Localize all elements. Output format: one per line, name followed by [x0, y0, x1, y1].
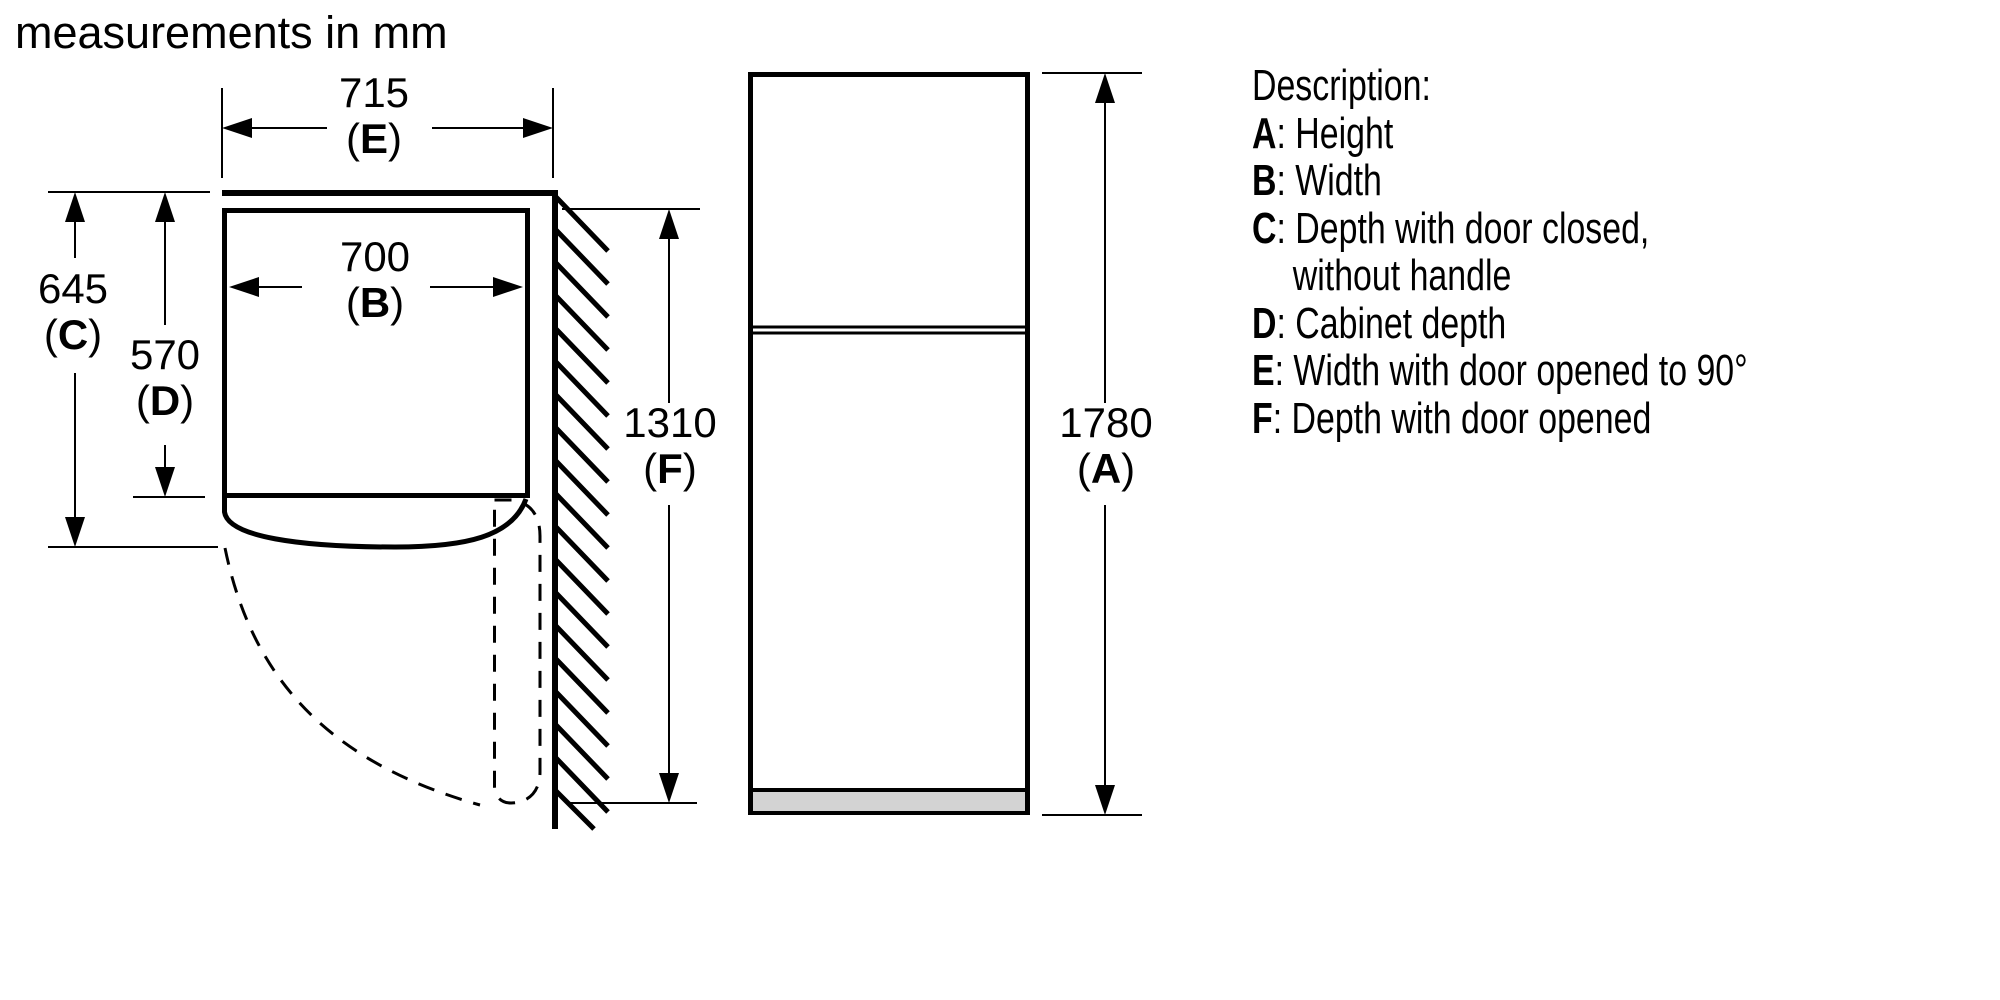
dimension-label-d: 570 (D)	[130, 332, 200, 424]
dimension-label-e: 715 (E)	[339, 70, 409, 162]
dimension-c-line	[65, 192, 85, 547]
legend-text: : Cabinet depth	[1276, 298, 1507, 348]
letter-a: A	[1090, 445, 1122, 492]
legend-text: : Height	[1276, 108, 1394, 158]
arrow-down-icon	[65, 517, 85, 547]
top-view	[222, 190, 610, 831]
legend-key: B	[1252, 156, 1277, 205]
dimension-value: 1310	[623, 399, 717, 446]
dimension-b-line	[229, 277, 523, 297]
paren: (	[43, 311, 58, 358]
description-item-b: B: Width	[1252, 157, 1748, 205]
dimension-label-a: 1780 (A)	[1059, 400, 1152, 492]
paren: (	[345, 115, 360, 162]
paren: )	[88, 311, 103, 358]
dimension-d-line	[155, 192, 175, 497]
door-swing-arc	[223, 547, 481, 807]
closed-door-front	[222, 495, 529, 550]
dimension-letter: (C)	[38, 312, 108, 358]
paren: )	[682, 445, 697, 492]
arrow-down-icon	[155, 467, 175, 497]
arrow-down-icon	[1095, 785, 1115, 815]
dimension-label-f: 1310 (F)	[623, 400, 716, 492]
paren: (	[643, 445, 658, 492]
paren: )	[390, 279, 405, 326]
description-item-d: D: Cabinet depth	[1252, 298, 1748, 348]
description-item-c-cont: without handle	[1252, 252, 1748, 300]
front-view	[748, 72, 1030, 815]
dimension-linework	[48, 72, 1142, 816]
dimension-letter: (A)	[1059, 446, 1152, 492]
dimension-label-b: 700 (B)	[340, 234, 410, 326]
description-item-e: E: Width with door opened to 90°	[1252, 347, 1748, 395]
wall-hatching	[554, 195, 610, 831]
letter-b: B	[359, 279, 391, 326]
legend-key: F	[1252, 393, 1273, 443]
arrow-up-icon	[155, 192, 175, 222]
letter-c: C	[57, 311, 89, 358]
legend-key: E	[1252, 346, 1275, 395]
arrow-down-icon	[659, 773, 679, 803]
dimension-label-c: 645 (C)	[38, 266, 108, 358]
description-legend: Description: A: Height B: Width C: Depth…	[1252, 62, 1748, 442]
legend-text: : Depth with door closed,	[1276, 203, 1650, 253]
legend-text: : Depth with door opened	[1272, 393, 1652, 443]
dimension-value: 570	[129, 331, 201, 378]
dimension-letter: (D)	[130, 378, 200, 424]
paren: (	[135, 377, 150, 424]
letter-f: F	[657, 445, 683, 492]
arrow-left-icon	[222, 118, 252, 138]
extension-lines	[48, 72, 1142, 816]
dimension-e-line	[222, 118, 553, 138]
rear-wall	[222, 190, 558, 196]
letter-d: D	[149, 377, 181, 424]
dimension-value: 715	[338, 69, 410, 116]
arrow-right-icon	[493, 277, 523, 297]
dimension-letter: (E)	[339, 116, 409, 162]
arrow-left-icon	[229, 277, 259, 297]
description-heading: Description:	[1252, 61, 1431, 110]
letter-e: E	[359, 115, 389, 162]
legend-text: : Width with door opened to 90°	[1274, 346, 1748, 395]
description-item-f: F: Depth with door opened	[1252, 393, 1748, 443]
dimension-a-line	[1095, 73, 1115, 815]
paren: )	[1121, 445, 1136, 492]
plinth-base	[753, 792, 1025, 811]
description-item-a: A: Height	[1252, 108, 1748, 158]
paren: )	[388, 115, 403, 162]
paren: (	[1076, 445, 1091, 492]
arrow-up-icon	[65, 192, 85, 222]
description-item-c: C: Depth with door closed,	[1252, 203, 1748, 253]
fridge-front-outline	[748, 72, 1030, 815]
open-door-outline	[493, 498, 542, 805]
legend-key: C	[1252, 203, 1277, 253]
dimension-f-line	[659, 209, 679, 803]
dimension-value: 1780	[1059, 399, 1153, 446]
dimension-value: 700	[339, 233, 411, 280]
page-title: measurements in mm	[15, 7, 448, 58]
paren: )	[180, 377, 195, 424]
arrow-up-icon	[659, 209, 679, 239]
dimension-value: 645	[37, 265, 109, 312]
arrow-right-icon	[523, 118, 553, 138]
arrow-up-icon	[1095, 73, 1115, 103]
dimension-letter: (B)	[340, 280, 410, 326]
side-wall	[552, 190, 558, 829]
legend-key: D	[1252, 298, 1277, 348]
legend-key: A	[1252, 108, 1277, 158]
cabinet-top-view	[222, 208, 530, 498]
legend-text: without handle	[1292, 251, 1512, 300]
paren: (	[345, 279, 360, 326]
dimension-letter: (F)	[623, 446, 716, 492]
legend-text: : Width	[1276, 156, 1382, 205]
